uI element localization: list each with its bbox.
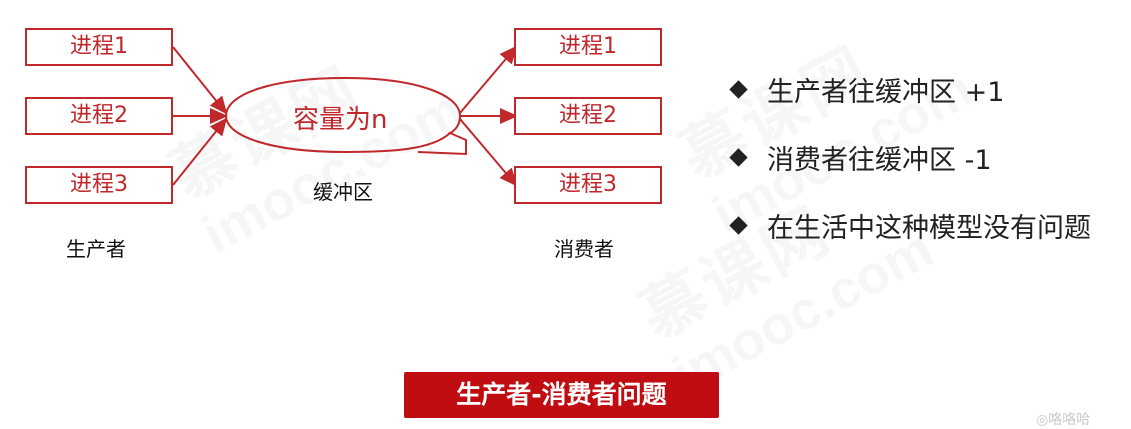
bullet-item: 在生活中这种模型没有问题	[728, 204, 1091, 246]
diamond-bullet-icon	[729, 215, 748, 235]
buffer-caption: 缓冲区	[313, 180, 373, 204]
author-credit: ◎咯咯哈	[1036, 412, 1091, 428]
consumer-process-2: 进程2	[514, 97, 662, 135]
producer-process-3: 进程3	[25, 166, 173, 204]
bullet-item: 生产者往缓冲区 +1	[728, 68, 1091, 110]
bullet-text: 生产者往缓冲区 +1	[767, 76, 1005, 108]
diamond-bullet-icon	[729, 79, 748, 99]
consumer-process-3: 进程3	[514, 166, 662, 204]
slide-title: 生产者-消费者问题	[404, 372, 719, 418]
bullet-text: 在生活中这种模型没有问题	[767, 212, 1091, 244]
diamond-bullet-icon	[729, 147, 748, 167]
bullet-item: 消费者往缓冲区 -1	[728, 136, 1091, 178]
consumer-label: 消费者	[554, 237, 614, 261]
consumer-process-1: 进程1	[514, 28, 662, 66]
arrow-producer-1	[172, 46, 228, 115]
producer-label: 生产者	[66, 237, 126, 261]
producer-process-1: 进程1	[25, 28, 173, 66]
bullet-list: 生产者往缓冲区 +1 消费者往缓冲区 -1 在生活中这种模型没有问题	[728, 68, 1091, 272]
buffer-capacity-text: 容量为n	[293, 105, 388, 135]
bullet-text: 消费者往缓冲区 -1	[767, 144, 992, 176]
arrow-consumer-3	[459, 118, 518, 187]
arrow-producer-3	[172, 117, 228, 186]
buffer-shape	[224, 76, 467, 156]
arrow-consumer-1	[459, 45, 518, 114]
producer-process-2: 进程2	[25, 97, 173, 135]
